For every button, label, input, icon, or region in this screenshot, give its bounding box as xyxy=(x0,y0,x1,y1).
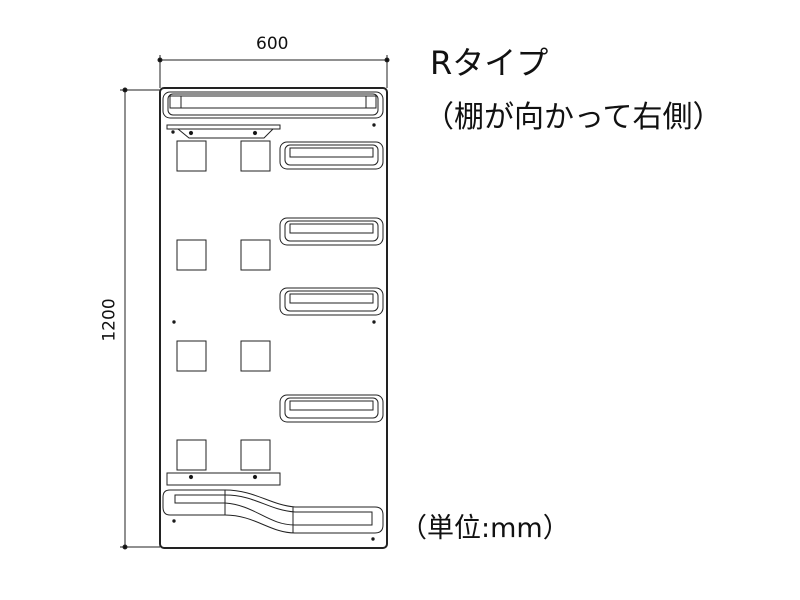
unit-label: （単位:mm） xyxy=(400,513,570,544)
height-dimension-line xyxy=(120,87,160,550)
type-subtitle: （棚が向かって右側） xyxy=(424,100,723,135)
top-bracket xyxy=(166,124,281,139)
width-dimension-line xyxy=(157,55,390,88)
width-dimension-label: 600 xyxy=(256,34,289,54)
type-title: Rタイプ xyxy=(430,44,549,82)
mounting-squares xyxy=(176,140,271,471)
bottom-curved-slot xyxy=(162,489,384,534)
panel-outline xyxy=(159,87,388,549)
bottom-bracket xyxy=(166,472,281,486)
height-dimension-label: 1200 xyxy=(99,298,120,342)
right-slots xyxy=(279,141,384,423)
top-slot xyxy=(162,91,384,119)
